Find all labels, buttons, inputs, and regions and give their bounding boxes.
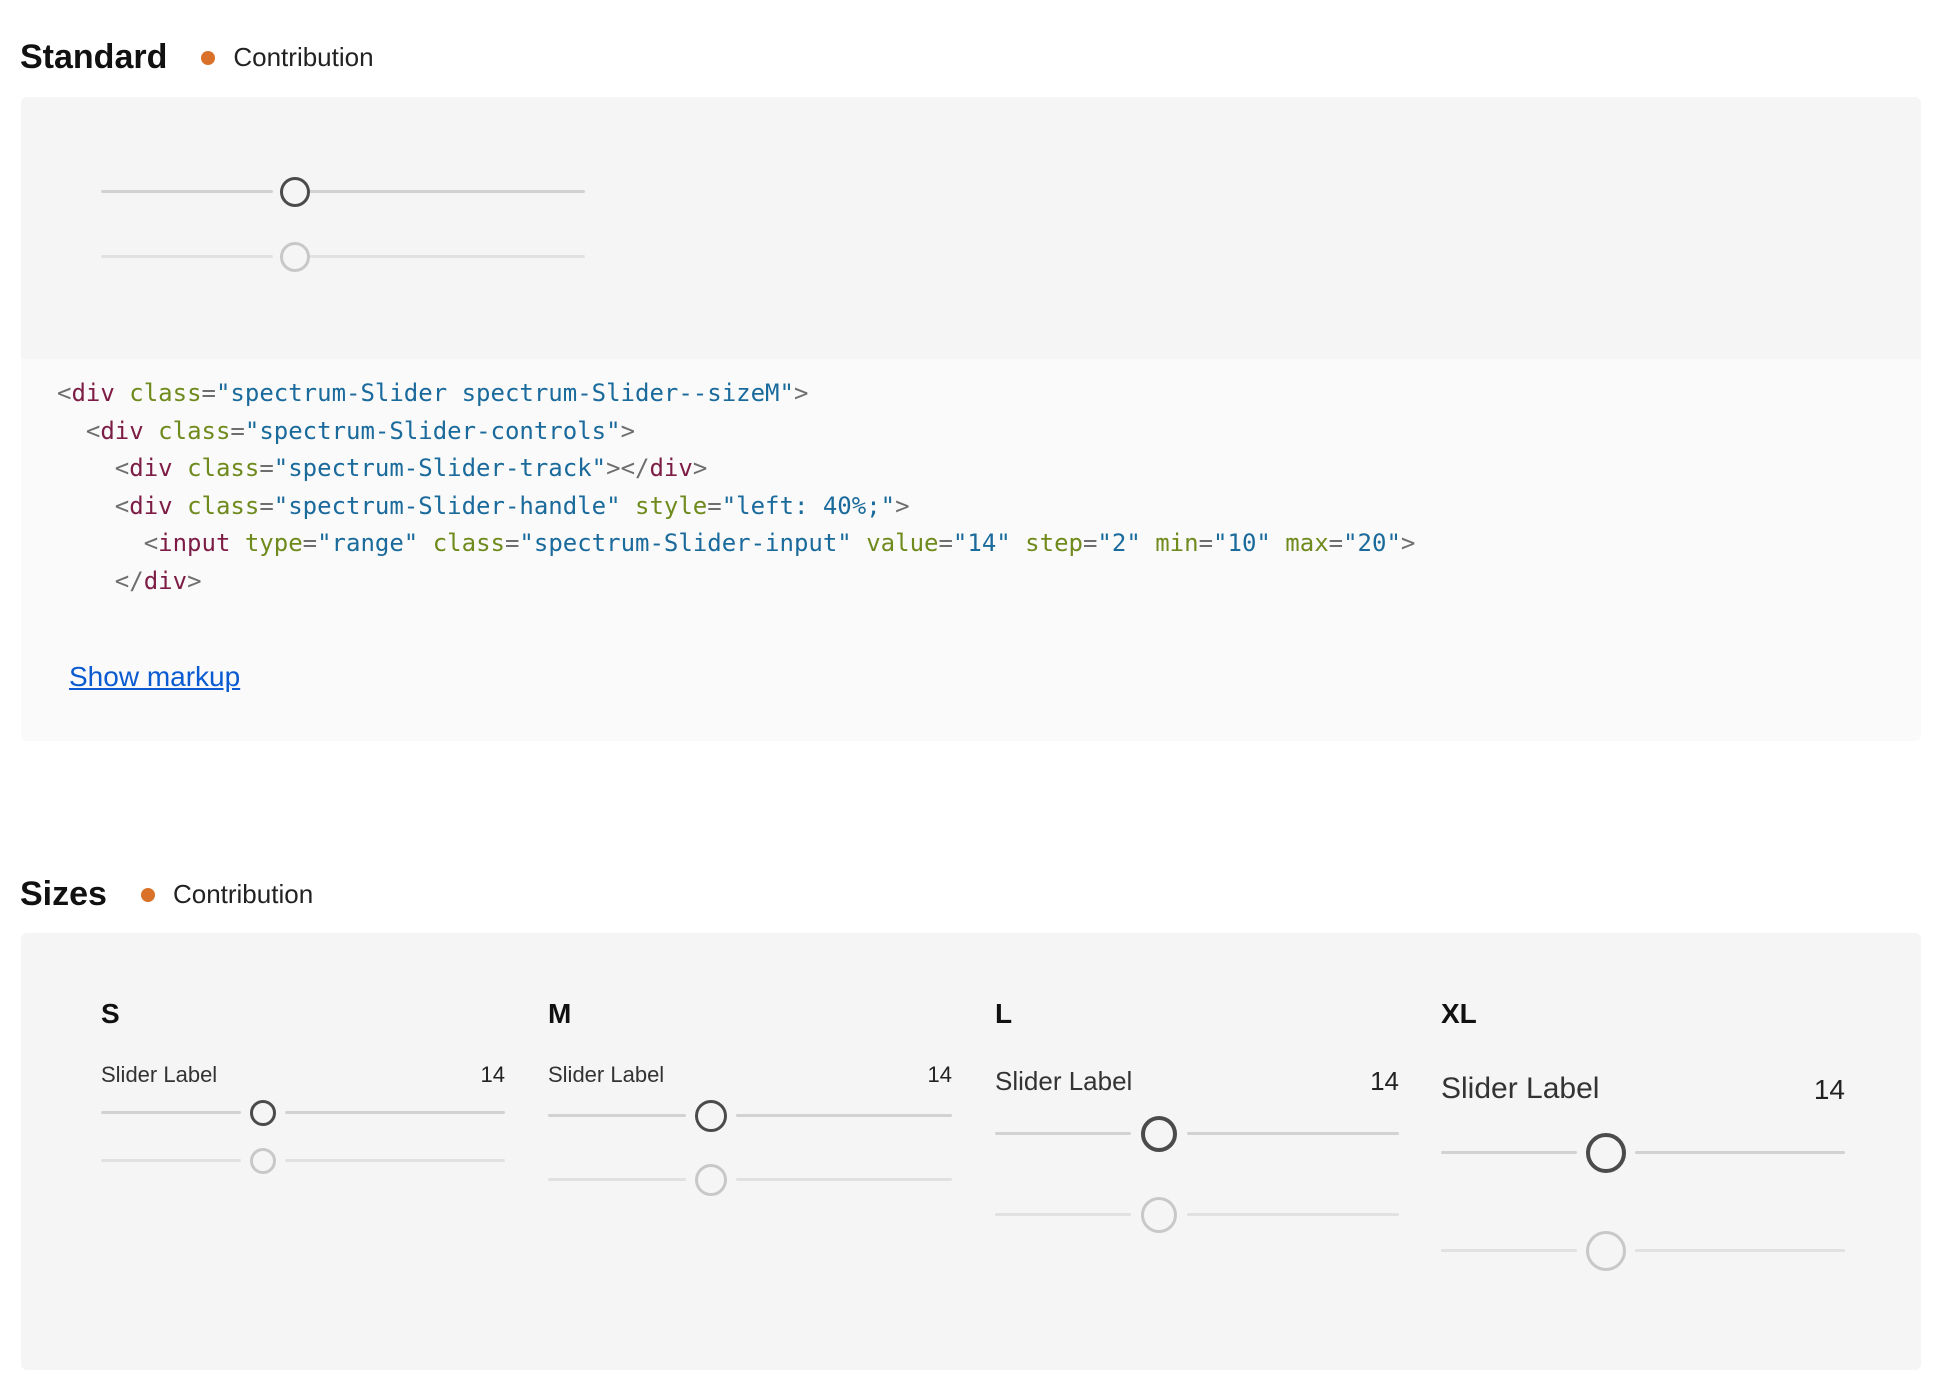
standard-section-header: Standard Contribution bbox=[20, 38, 374, 77]
size-title: L bbox=[995, 998, 1013, 1029]
contribution-status-dot bbox=[140, 887, 155, 902]
slider-l[interactable] bbox=[995, 1116, 1399, 1152]
size-column-xl: XL Slider Label 14 bbox=[1441, 998, 1845, 1318]
slider-track-left bbox=[101, 190, 273, 193]
slider-track-right bbox=[1635, 1249, 1845, 1252]
slider-label: Slider Label bbox=[101, 1062, 218, 1087]
slider-track-left bbox=[995, 1132, 1131, 1135]
slider-track-left bbox=[101, 1159, 241, 1162]
slider-value: 14 bbox=[480, 1062, 505, 1087]
slider-s-disabled bbox=[101, 1148, 505, 1174]
slider-xl[interactable] bbox=[1441, 1133, 1845, 1173]
code-line-4: <div class="spectrum-Slider-handle" styl… bbox=[114, 491, 910, 520]
slider-s[interactable] bbox=[101, 1100, 505, 1126]
slider-xl-disabled bbox=[1441, 1231, 1845, 1271]
slider-value: 14 bbox=[927, 1062, 952, 1087]
slider-track-right bbox=[736, 1114, 952, 1117]
code-line-2: <div class="spectrum-Slider-controls"> bbox=[85, 416, 636, 445]
standard-section-title: Standard bbox=[20, 38, 168, 76]
size-column-m: M Slider Label 14 bbox=[548, 998, 952, 1298]
slider-track-right bbox=[285, 1159, 505, 1162]
slider-m[interactable] bbox=[548, 1100, 952, 1132]
slider-label: Slider Label bbox=[995, 1066, 1133, 1096]
slider-handle-disabled bbox=[1141, 1197, 1177, 1233]
slider-track-left bbox=[1441, 1249, 1577, 1252]
slider-value: 14 bbox=[1370, 1066, 1399, 1096]
show-markup-link[interactable]: Show markup bbox=[69, 661, 241, 692]
code-line-1: <div class="spectrum-Slider spectrum-Sli… bbox=[57, 379, 809, 407]
slider-track-right bbox=[1635, 1151, 1845, 1154]
slider-track-right bbox=[736, 1178, 952, 1181]
code-sample-panel: <div class="spectrum-Slider spectrum-Sli… bbox=[21, 359, 1921, 741]
slider-handle[interactable] bbox=[1141, 1116, 1177, 1152]
slider-handle[interactable] bbox=[280, 177, 310, 207]
slider-l-disabled bbox=[995, 1197, 1399, 1233]
slider-handle-disabled bbox=[1586, 1231, 1626, 1271]
slider-handle[interactable] bbox=[250, 1100, 276, 1126]
standard-demo-panel bbox=[21, 97, 1921, 359]
slider-handle[interactable] bbox=[695, 1100, 727, 1132]
size-title: XL bbox=[1441, 998, 1477, 1029]
slider-track-left bbox=[101, 1111, 241, 1114]
slider-handle-disabled bbox=[250, 1148, 276, 1174]
slider-value: 14 bbox=[1813, 1074, 1845, 1105]
sizes-demo-panel: S Slider Label 14 M Slider Label 14 bbox=[21, 933, 1921, 1370]
slider-track-right bbox=[1187, 1213, 1399, 1216]
slider-label: Slider Label bbox=[548, 1062, 665, 1087]
size-title: M bbox=[548, 998, 572, 1029]
size-column-l: L Slider Label 14 bbox=[995, 998, 1399, 1298]
contribution-status-dot bbox=[201, 50, 216, 65]
code-line-3: <div class="spectrum-Slider-track"></div… bbox=[114, 454, 708, 482]
code-block: <div class="spectrum-Slider spectrum-Sli… bbox=[57, 375, 1415, 600]
size-title: S bbox=[101, 998, 120, 1029]
slider-track-left bbox=[995, 1213, 1131, 1216]
standard-slider[interactable] bbox=[101, 177, 585, 207]
slider-track-right bbox=[301, 255, 585, 258]
slider-track-right bbox=[301, 190, 585, 193]
slider-label: Slider Label bbox=[1441, 1072, 1600, 1105]
sizes-section-header: Sizes Contribution bbox=[20, 875, 313, 914]
sizes-status-label: Contribution bbox=[172, 879, 314, 909]
slider-track-left bbox=[548, 1114, 686, 1117]
standard-status-label: Contribution bbox=[233, 42, 374, 72]
size-column-s: S Slider Label 14 bbox=[101, 998, 505, 1298]
slider-track-right bbox=[285, 1111, 505, 1114]
slider-track-left bbox=[548, 1178, 686, 1181]
slider-track-left bbox=[101, 255, 273, 258]
slider-track-left bbox=[1441, 1151, 1577, 1154]
slider-handle-disabled bbox=[280, 242, 310, 272]
code-line-5: <input type="range" class="spectrum-Slid… bbox=[143, 529, 1416, 557]
code-line-6: </div> bbox=[114, 566, 202, 595]
slider-handle[interactable] bbox=[1586, 1133, 1626, 1173]
slider-handle-disabled bbox=[695, 1164, 727, 1196]
sizes-section-title: Sizes bbox=[20, 875, 107, 913]
slider-track-right bbox=[1187, 1132, 1399, 1135]
standard-slider-disabled bbox=[101, 242, 585, 272]
slider-m-disabled bbox=[548, 1164, 952, 1196]
